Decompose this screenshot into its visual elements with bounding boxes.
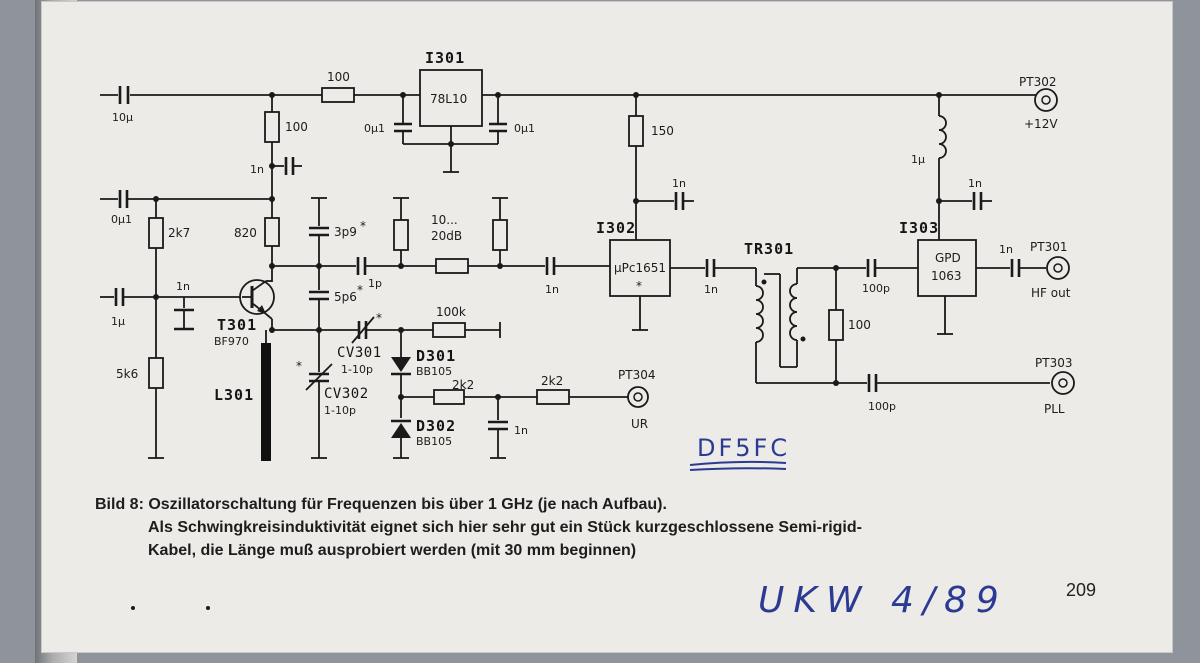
c-1n-f-label: 1n (968, 177, 982, 190)
connector-pt304[interactable] (627, 386, 649, 408)
t301-ref: T301 (217, 316, 257, 334)
cv301-value: 1-10p (341, 363, 373, 376)
l301-ref: L301 (214, 386, 254, 404)
i301-type: 78L10 (430, 92, 467, 106)
author-underline-2 (689, 467, 787, 471)
i301-ref: I301 (425, 49, 465, 67)
c-3p9-label: 3p9 (334, 225, 357, 239)
connector-pt301[interactable] (1046, 256, 1070, 280)
page-number: 209 (1066, 580, 1097, 600)
c-1u-label: 1µ (111, 315, 125, 328)
r-820-label: 820 (234, 226, 257, 240)
cv301-mark: * (376, 311, 382, 325)
c-1n-base-label: 1n (176, 280, 190, 293)
pt301-label: HF out (1031, 286, 1071, 300)
amplifier-i303 (917, 239, 977, 297)
i303-ref: I303 (899, 219, 939, 237)
author-underline-1 (689, 460, 787, 466)
r-2k7-label: 2k7 (168, 226, 190, 240)
c-1n-g-label: 1n (999, 243, 1013, 256)
resistor-5k6 (148, 357, 164, 389)
attenuator-shunt-resistor-b (492, 219, 508, 251)
paper-clipping (42, 2, 1172, 652)
resistor-100-termination (828, 309, 844, 341)
c-5p6-mark: * (357, 283, 363, 297)
r-5k6-label: 5k6 (116, 367, 138, 381)
varactor-d301 (391, 357, 411, 372)
transformer-tr301 (755, 267, 867, 384)
pt304-ref: PT304 (618, 368, 655, 382)
resistor-2k2-b (536, 389, 570, 405)
c-100p-a-label: 100p (862, 282, 890, 295)
pt302-label: +12V (1024, 117, 1058, 131)
r-100-series-label: 100 (327, 70, 350, 84)
d301-ref: D301 (416, 347, 456, 365)
stray-mark (206, 606, 210, 610)
transistor-t301 (239, 279, 275, 315)
r-100k-label: 100k (436, 305, 466, 319)
resistor-150 (628, 115, 644, 147)
varactor-d302 (391, 423, 411, 438)
connector-pt302[interactable] (1034, 88, 1058, 112)
i303-type-2: 1063 (931, 269, 962, 283)
resistor-820 (264, 217, 280, 247)
c-10u-label: 10µ (112, 111, 133, 124)
caption-line-1: Bild 8: Oszillatorschaltung für Frequenz… (95, 496, 667, 513)
resistor-2k2-a (433, 389, 465, 405)
cv301-ref: CV301 (337, 345, 382, 361)
pt304-label: UR (631, 417, 648, 431)
r-150-label: 150 (651, 124, 674, 138)
pt302-ref: PT302 (1019, 75, 1056, 89)
attenuator-label-1: 10... (431, 213, 458, 227)
c-0u1-left-label: 0µ1 (111, 213, 132, 226)
c-1n-b-label: 1n (545, 283, 559, 296)
resistor-100k (432, 322, 466, 338)
cv302-value: 1-10p (324, 404, 356, 417)
r-100-out-label: 100 (848, 318, 871, 332)
c-1p-label: 1p (368, 277, 382, 290)
caption-line-2: Als Schwingkreisinduktivität eignet sich… (148, 519, 862, 536)
inductor-l301-semirigid (261, 343, 271, 461)
l-1u-label: 1µ (911, 153, 925, 166)
d302-ref: D302 (416, 417, 456, 435)
supply-rail (100, 86, 1036, 104)
c-5p6-label: 5p6 (334, 290, 357, 304)
pt303-label: PLL (1044, 402, 1065, 416)
c-0u1-a-label: 0µ1 (364, 122, 385, 135)
d301-type: BB105 (416, 365, 452, 378)
c-1n-d-label: 1n (704, 283, 718, 296)
handwritten-author: DF5FC (697, 434, 790, 462)
cv302-mark: * (296, 359, 302, 373)
resistor-2k7 (148, 217, 164, 249)
d302-type: BB105 (416, 435, 452, 448)
connector-pt303[interactable] (1051, 371, 1075, 395)
i302-type: μPc1651 (614, 261, 666, 275)
t301-type: BF970 (214, 335, 249, 348)
c-100p-b-label: 100p (868, 400, 896, 413)
tr301-ref: TR301 (744, 240, 794, 258)
r-100-collector-label: 100 (285, 120, 308, 134)
resistor-100-collector (264, 111, 280, 143)
caption-line-3: Kabel, die Länge muß ausprobiert werden … (148, 542, 637, 559)
handwritten-source: UKW 4/89 (758, 580, 1008, 621)
c-3p9-mark: * (360, 219, 366, 233)
attenuator-shunt-resistor-a (393, 219, 409, 251)
c-1n-c-label: 1n (672, 177, 686, 190)
c-0u1-b-label: 0µ1 (514, 122, 535, 135)
i303-type-1: GPD (935, 251, 961, 265)
i302-ref: I302 (596, 219, 636, 237)
r-2k2-a-label: 2k2 (452, 378, 474, 392)
cv302-ref: CV302 (324, 386, 369, 402)
attenuator-label-2: 20dB (431, 229, 462, 243)
attenuator-series-resistor (435, 258, 469, 274)
stray-mark (131, 606, 135, 610)
resistor-100-series (321, 87, 355, 103)
pt303-ref: PT303 (1035, 356, 1072, 370)
c-1n-a-label: 1n (250, 163, 264, 176)
c-1n-e-label: 1n (514, 424, 528, 437)
r-2k2-b-label: 2k2 (541, 374, 563, 388)
pt301-ref: PT301 (1030, 240, 1067, 254)
i302-mark: * (636, 279, 642, 293)
